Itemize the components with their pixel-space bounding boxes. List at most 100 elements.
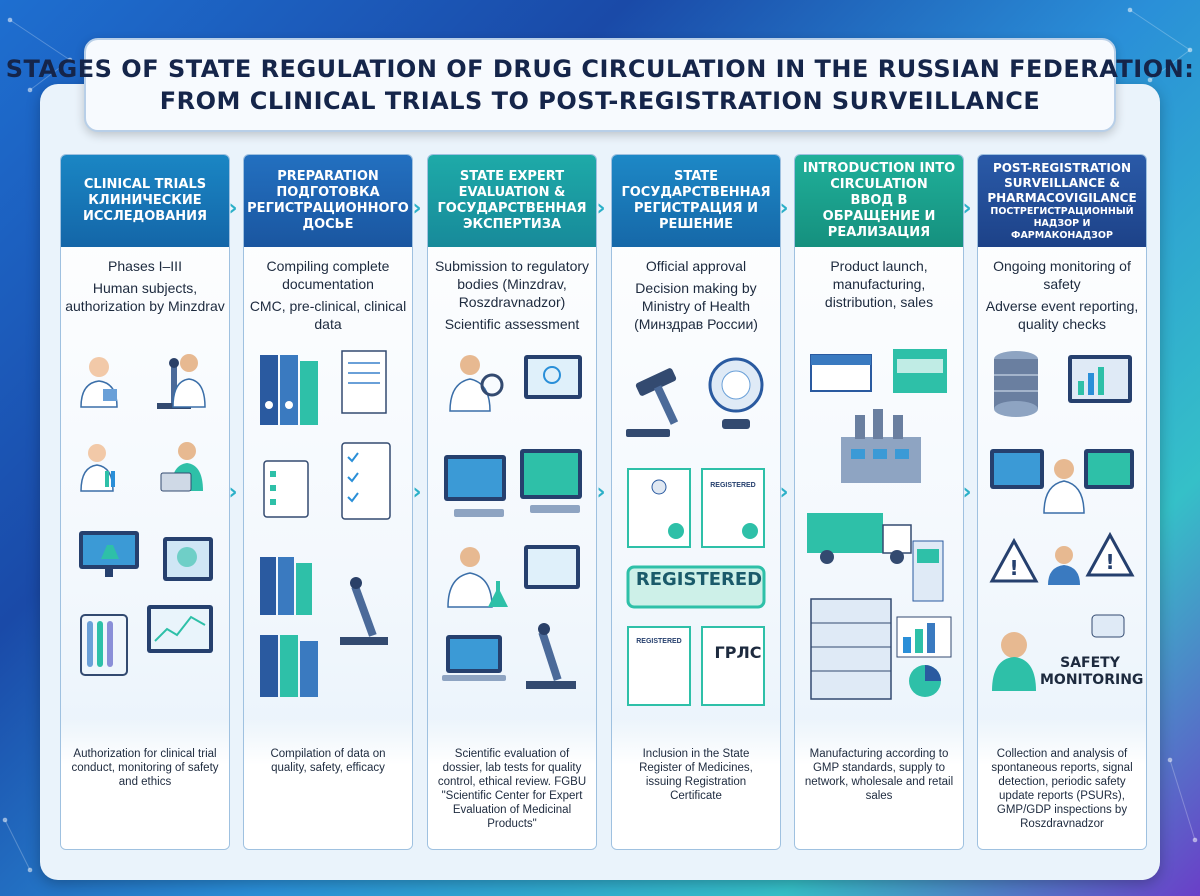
checklist-icon: [341, 442, 391, 520]
stage-description: Ongoing monitoring of safety Adverse eve…: [978, 247, 1146, 333]
chevron-right-icon: ›: [779, 480, 789, 505]
stage-illustration: [807, 349, 952, 700]
stage-desc-line: Scientific assessment: [444, 316, 580, 332]
stage-header: PREPARATION ПОДГОТОВКА РЕГИСТРАЦИОННОГО …: [244, 155, 412, 247]
registered-badge: REGISTERED: [635, 569, 763, 590]
stage-footer: Collection and analysis of spontaneous r…: [978, 719, 1146, 849]
seal-stamp-icon: [708, 357, 764, 429]
factory-icon: [841, 409, 921, 483]
chevron-right-icon: ›: [228, 480, 238, 505]
stage-introduction: INTRODUCTION INTO CIRCULATION ВВОД В ОБР…: [794, 154, 964, 850]
chevron-right-icon: ›: [412, 196, 422, 221]
chevron-right-icon: ›: [962, 196, 972, 221]
stage-desc-line: CMC, pre-clinical, clinical data: [249, 298, 407, 332]
chevron-right-icon: ›: [596, 480, 606, 505]
certificate-icon: REGISTERED: [627, 626, 691, 706]
title-banner: STAGES OF STATE REGULATION OF DRUG CIRCU…: [6, 38, 1194, 132]
stage-clinical-trials: CLINICAL TRIALS КЛИНИЧЕСКИЕ ИССЛЕДОВАНИЯ…: [60, 154, 230, 850]
stage-header: POST-REGISTRATION SURVEILLANCE & PHARMAC…: [978, 155, 1146, 247]
chevron-right-icon: ›: [779, 196, 789, 221]
stage-title-en: CLINICAL TRIALS: [83, 177, 207, 192]
chevron-right-icon: ›: [228, 196, 238, 221]
person-icon: [1043, 459, 1085, 514]
certificate-icon: REGISTERED: [701, 468, 765, 548]
svg-text:REGISTERED: REGISTERED: [636, 638, 682, 645]
certificate-icon: [701, 626, 765, 706]
chart-icon: [896, 616, 952, 697]
stage-header: INTRODUCTION INTO CIRCULATION ВВОД В ОБР…: [795, 155, 963, 247]
person-icon: [1048, 546, 1080, 585]
stage-desc-line: Official approval: [645, 258, 747, 274]
stage-state-registration: STATE ГОСУДАРСТВЕННАЯ РЕГИСТРАЦИЯ И РЕШЕ…: [611, 154, 781, 850]
chat-bubble-icon: [1091, 614, 1125, 638]
chevron-right-icon: ›: [596, 196, 606, 221]
stage-title-ru: ПОДГОТОВКА РЕГИСТРАЦИОННОГО ДОСЬЕ: [247, 185, 409, 232]
stage-post-registration: POST-REGISTRATION SURVEILLANCE & PHARMAC…: [977, 154, 1147, 850]
stage-expert-evaluation: STATE EXPERT EVALUATION & ГОСУДАРСТВЕННА…: [427, 154, 597, 850]
stage-illustration: ! !: [989, 351, 1135, 691]
stage-description: Phases I–III Human subjects, authorizati…: [61, 247, 229, 315]
computer-icon: [520, 449, 582, 513]
svg-text:REGISTERED: REGISTERED: [710, 482, 756, 489]
stage-title-en: POST-REGISTRATION SURVEILLANCE & PHARMAC…: [987, 160, 1137, 205]
title-line-1: STAGES OF STATE REGULATION OF DRUG CIRCU…: [5, 55, 1195, 83]
stage-desc-line: Submission to regulatory bodies (Minzdra…: [434, 258, 590, 310]
laptop-icon: [160, 442, 203, 492]
stage-desc-line: Adverse event reporting, quality checks: [985, 298, 1139, 332]
stage-desc-line: Phases I–III: [108, 258, 182, 274]
stage-preparation: PREPARATION ПОДГОТОВКА РЕГИСТРАЦИОННОГО …: [243, 154, 413, 850]
stage-header: STATE EXPERT EVALUATION & ГОСУДАРСТВЕННА…: [428, 155, 596, 247]
stage-title-ru: ГОСУДАРСТВЕННАЯ РЕГИСТРАЦИЯ И РЕШЕНИЕ: [621, 185, 771, 232]
stage-description: Compiling complete documentation CMC, pr…: [244, 247, 412, 333]
monitor-icon: [524, 545, 580, 589]
monitor-icon: [524, 355, 582, 399]
registered-banner: [626, 565, 766, 609]
grls-badge: ГРЛС: [714, 643, 762, 662]
scientist-icon: [80, 444, 115, 492]
documents-icon: [341, 350, 387, 414]
shelves-icon: [810, 598, 892, 700]
stage-footer: Manufacturing according to GMP standards…: [795, 719, 963, 849]
stage-illustration: [79, 354, 213, 676]
stage-description: Submission to regulatory bodies (Minzdra…: [428, 247, 596, 333]
stage-desc-line: Product launch, manufacturing, distribut…: [824, 258, 934, 310]
monitor-icon: [1068, 355, 1132, 403]
chart-monitor-icon: [147, 605, 213, 653]
stage-header: STATE ГОСУДАРСТВЕННАЯ РЕГИСТРАЦИЯ И РЕШЕ…: [612, 155, 780, 247]
certificate-icon: [627, 468, 691, 548]
monitor-icon: [1084, 449, 1134, 489]
checklist-icon: [263, 460, 309, 518]
person-icon: [992, 632, 1036, 691]
svg-text:!: !: [1009, 556, 1018, 580]
stage-illustration: [442, 355, 582, 689]
expert-magnifier-icon: [449, 355, 504, 412]
stage-title-en: PREPARATION: [277, 169, 379, 184]
monitor-icon: [990, 449, 1044, 489]
binders-icon: [260, 557, 312, 615]
warning-icon: !: [989, 537, 1039, 583]
binders-icon: [260, 355, 318, 425]
chevron-right-icon: ›: [412, 480, 422, 505]
microscope-icon: [340, 577, 388, 645]
warning-icon: !: [1085, 531, 1135, 577]
medicine-box-icon: [912, 540, 944, 602]
stage-footer: Authorization for clinical trial conduct…: [61, 719, 229, 849]
chart-monitor-icon: [79, 531, 139, 577]
scientist-icon: [80, 357, 118, 408]
svg-text:!: !: [1105, 550, 1114, 574]
stage-title-en: STATE EXPERT EVALUATION &: [458, 169, 566, 200]
stage-footer: Compilation of data on quality, safety, …: [244, 719, 412, 849]
truck-icon: [807, 513, 912, 564]
stage-desc-line: Ongoing monitoring of safety: [993, 258, 1131, 292]
database-icon: [994, 351, 1038, 417]
computer-icon: [444, 455, 506, 517]
stage-description: Official approval Decision making by Min…: [612, 247, 780, 333]
stage-title-ru: КЛИНИЧЕСКИЕ ИССЛЕДОВАНИЯ: [82, 193, 207, 224]
stage-title-ru: ВВОД В ОБРАЩЕНИЕ И РЕАЛИЗАЦИЯ: [822, 193, 936, 240]
chevron-right-icon: ›: [962, 480, 972, 505]
safety-monitoring-badge: SAFETY MONITORING: [1040, 655, 1144, 688]
stage-desc-line: Human subjects, authorization by Minzdra…: [65, 280, 225, 314]
test-tubes-icon: [80, 614, 128, 676]
title-line-2: FROM CLINICAL TRIALS TO POST-REGISTRATIO…: [159, 87, 1041, 115]
monitor-icon: [163, 537, 213, 581]
